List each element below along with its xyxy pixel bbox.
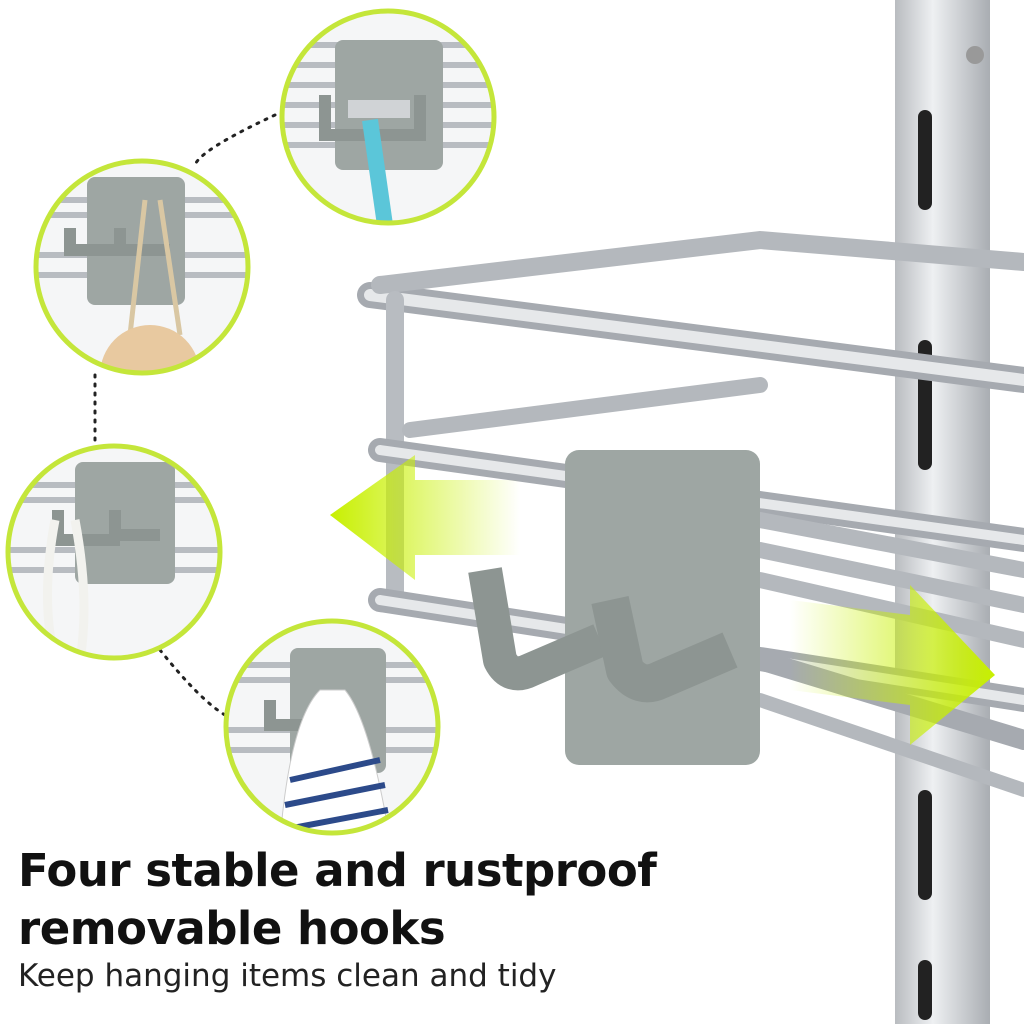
arrow-right-icon xyxy=(790,585,995,745)
inset-razor-hook xyxy=(279,8,497,226)
dotted-connector xyxy=(93,113,277,717)
razor-icon xyxy=(362,118,393,223)
arrow-left-icon xyxy=(330,455,520,580)
inset-towel-hook xyxy=(223,618,441,836)
inset-loofah-hook xyxy=(33,158,251,376)
headline-line-2: removable hooks xyxy=(18,902,446,955)
loofah-icon xyxy=(100,325,200,373)
inset-rope-hook xyxy=(5,443,223,661)
headline-line-1: Four stable and rustproof xyxy=(18,844,657,897)
subtitle: Keep hanging items clean and tidy xyxy=(18,958,557,994)
screw-icon xyxy=(966,46,984,64)
shelf-basket xyxy=(357,230,1024,797)
large-hook xyxy=(468,450,760,765)
headline: Four stable and rustproof removable hook… xyxy=(18,842,657,958)
towel-icon xyxy=(279,689,391,833)
